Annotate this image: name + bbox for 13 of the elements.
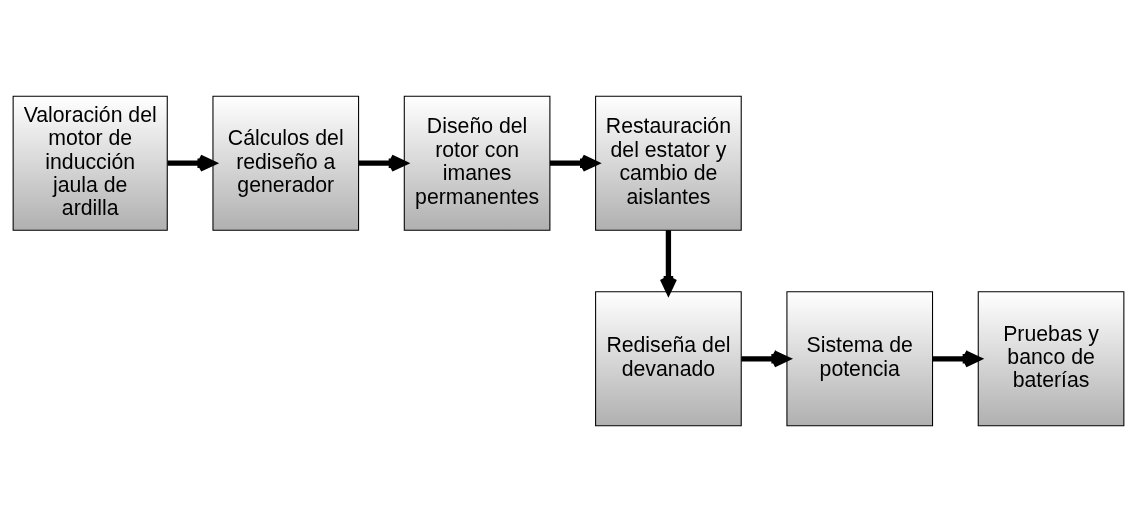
- arrow: [932, 350, 982, 368]
- node-box: Cálculos del rediseño a generador: [212, 95, 360, 231]
- node-box: Sistema de potencia: [786, 291, 934, 427]
- node-box: Pruebas y banco de baterías: [977, 291, 1125, 427]
- arrow: [659, 230, 678, 295]
- arrow: [358, 154, 408, 172]
- arrow: [549, 154, 599, 172]
- arrow: [741, 350, 790, 368]
- node-box: Rediseña del devanado: [595, 291, 742, 427]
- arrow: [167, 154, 216, 172]
- node-box: Restauración del estator y cambio de aislantes: [595, 95, 742, 231]
- node-box: Valoración del motor de inducción jaula de ardilla: [12, 95, 168, 231]
- node-box: Diseño del rotor con imanes permanentes: [403, 95, 551, 231]
